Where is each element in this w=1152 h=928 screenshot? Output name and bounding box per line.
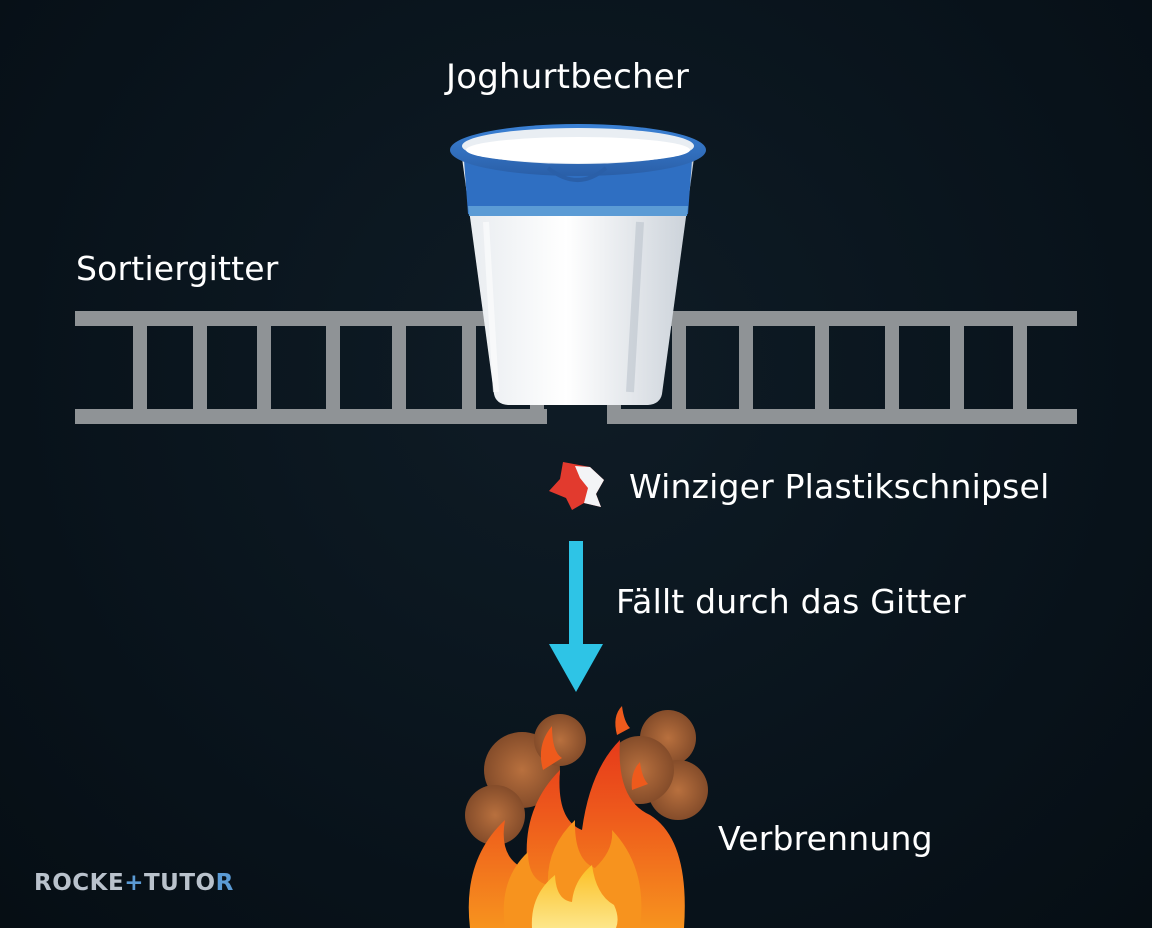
sorting-grid-icon	[75, 311, 1077, 424]
fall-label: Fällt durch das Gitter	[616, 582, 966, 621]
cup-label: Joghurtbecher	[446, 57, 690, 97]
brand-plus: +	[124, 870, 144, 896]
down-arrow-icon	[549, 541, 603, 692]
grid-label: Sortiergitter	[76, 249, 279, 288]
brand-logo: ROCKE+TUTOR	[34, 872, 234, 895]
fragment-label: Winziger Plastikschnipsel	[629, 467, 1050, 506]
yogurt-cup-icon	[450, 124, 706, 405]
burn-label: Verbrennung	[718, 819, 933, 858]
fire-icon	[465, 706, 708, 928]
plastic-fragment-icon	[549, 462, 604, 510]
brand-part-3: R	[215, 870, 234, 896]
brand-part-1: ROCKE	[34, 870, 125, 896]
brand-part-2: TUTO	[143, 870, 216, 896]
